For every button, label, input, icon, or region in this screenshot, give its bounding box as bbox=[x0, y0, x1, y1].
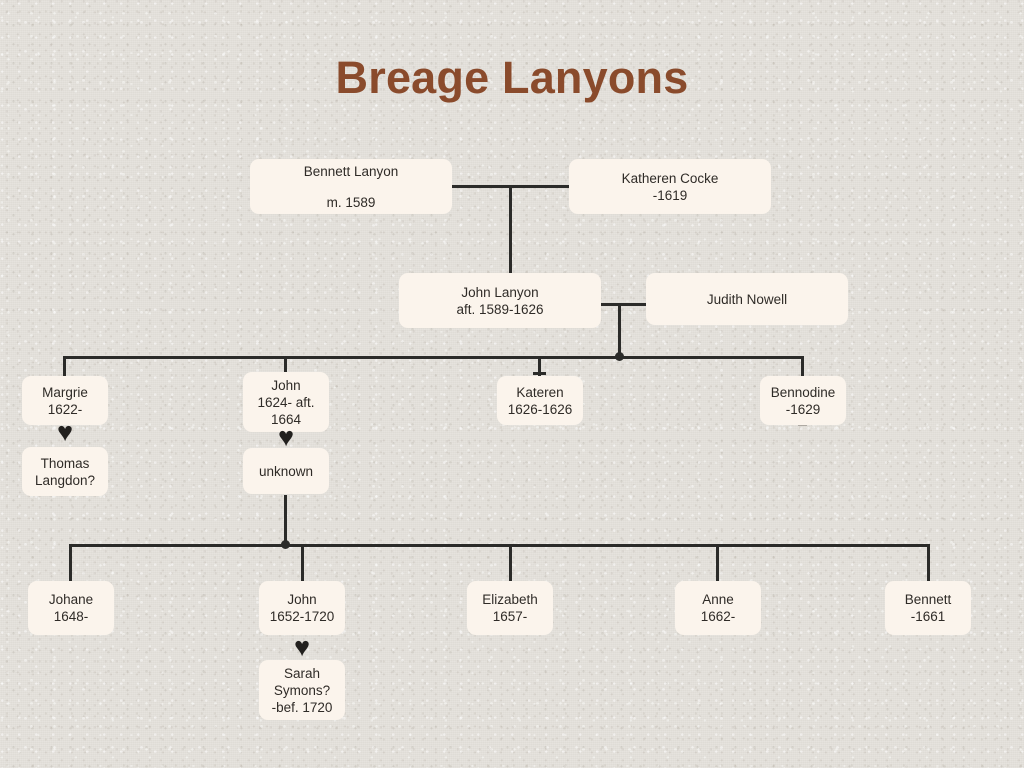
person-detail: -1619 bbox=[652, 187, 688, 203]
person-detail: aft. 1589-1626 bbox=[456, 301, 544, 317]
page-title: Breage Lanyons bbox=[335, 52, 689, 103]
person-box-katheren-cocke[interactable]: Katheren Cocke -1619 bbox=[569, 159, 771, 214]
person-box-john-1652[interactable]: John 1652-1720 bbox=[259, 581, 345, 635]
person-box-elizabeth[interactable]: Elizabeth 1657- bbox=[467, 581, 553, 635]
person-name: Sarah bbox=[283, 665, 321, 681]
person-box-kateren[interactable]: Kateren 1626-1626 bbox=[497, 376, 583, 425]
person-name: John bbox=[271, 377, 301, 393]
descent-junction-dot-gen3 bbox=[615, 352, 624, 361]
person-detail: Langdon? bbox=[34, 472, 96, 488]
person-name: Anne bbox=[702, 592, 734, 607]
person-name: Bennett Lanyon bbox=[303, 163, 399, 179]
person-detail: 1652-1720 bbox=[269, 609, 335, 624]
person-box-john-1624[interactable]: John 1624- aft. 1664 bbox=[243, 372, 329, 432]
person-box-unknown-spouse[interactable]: unknown bbox=[243, 448, 329, 494]
sibling-stub-margrie bbox=[63, 356, 66, 376]
person-name: Thomas bbox=[40, 455, 90, 471]
person-name: Elizabeth bbox=[482, 592, 538, 607]
person-box-judith-nowell[interactable]: Judith Nowell bbox=[646, 273, 848, 325]
person-name: Bennodine bbox=[770, 384, 836, 400]
sibling-stub-elizabeth bbox=[509, 544, 512, 581]
sibling-bar-gen4 bbox=[70, 544, 930, 547]
person-name: Judith Nowell bbox=[706, 291, 788, 307]
person-box-sarah-symons[interactable]: Sarah Symons? -bef. 1720 bbox=[259, 660, 345, 720]
sibling-stub-johane bbox=[69, 544, 72, 581]
person-box-john-lanyon[interactable]: John Lanyon aft. 1589-1626 bbox=[399, 273, 601, 328]
person-detail: 1624- aft. bbox=[257, 394, 315, 410]
heart-icon: ♥ bbox=[277, 422, 295, 452]
sibling-stub-bennett-1661 bbox=[927, 544, 930, 581]
person-name: unknown bbox=[258, 463, 314, 479]
person-name: Margrie bbox=[42, 384, 88, 400]
sibling-bar-gen3 bbox=[64, 356, 804, 359]
person-detail: Symons? bbox=[273, 682, 331, 698]
descent-line-gen3-to-gen4 bbox=[284, 495, 287, 547]
person-name: John Lanyon bbox=[461, 284, 539, 300]
person-box-bennett-lanyon[interactable]: Bennett Lanyon m. 1589 bbox=[250, 159, 452, 214]
person-detail: 1657- bbox=[492, 609, 528, 624]
heart-icon: ♥ bbox=[293, 632, 311, 662]
person-detail: 1662- bbox=[700, 609, 736, 624]
sibling-stub-john-1624 bbox=[284, 356, 287, 376]
person-detail: 1648- bbox=[53, 609, 89, 624]
descent-line-gen2-to-gen3 bbox=[618, 303, 621, 359]
person-detail-2: 1664 bbox=[270, 411, 302, 427]
stray-mark bbox=[798, 424, 807, 426]
person-box-anne[interactable]: Anne 1662- bbox=[675, 581, 761, 635]
descent-junction-dot-gen4 bbox=[281, 540, 290, 549]
person-name: Kateren bbox=[516, 384, 564, 400]
sibling-stub-john-1652 bbox=[301, 544, 304, 581]
person-box-bennodine[interactable]: Bennodine -1629 bbox=[760, 376, 846, 425]
sibling-stub-cap-kateren bbox=[533, 372, 546, 375]
descent-line-gen1-to-gen2 bbox=[509, 185, 512, 273]
sibling-stub-kateren bbox=[538, 356, 541, 376]
person-detail: -1629 bbox=[785, 401, 821, 417]
person-detail: m. 1589 bbox=[326, 194, 376, 210]
person-name: Johane bbox=[48, 592, 94, 607]
person-detail: 1622- bbox=[47, 401, 83, 417]
heart-icon: ♥ bbox=[56, 417, 74, 447]
marriage-line-gen2 bbox=[601, 303, 648, 306]
person-name: Katheren Cocke bbox=[621, 170, 719, 186]
person-detail-2: -bef. 1720 bbox=[271, 699, 333, 715]
person-box-thomas-langdon[interactable]: Thomas Langdon? bbox=[22, 447, 108, 496]
sibling-stub-bennodine bbox=[801, 356, 804, 376]
person-name: John bbox=[287, 592, 317, 607]
person-detail: 1626-1626 bbox=[507, 401, 573, 417]
person-detail: -1661 bbox=[910, 609, 946, 624]
person-name: Bennett bbox=[904, 592, 952, 607]
person-box-bennett-1661[interactable]: Bennett -1661 bbox=[885, 581, 971, 635]
person-box-johane[interactable]: Johane 1648- bbox=[28, 581, 114, 635]
sibling-stub-anne bbox=[716, 544, 719, 581]
person-box-margrie[interactable]: Margrie 1622- bbox=[22, 376, 108, 425]
